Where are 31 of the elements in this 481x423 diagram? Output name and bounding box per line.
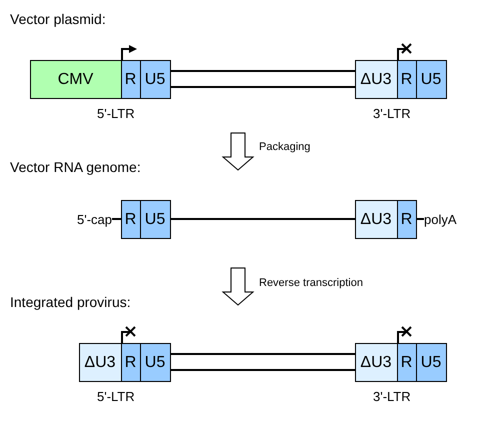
u3-segment: ΔU3	[354, 60, 398, 99]
u5-segment: U5	[140, 60, 170, 99]
r-segment: R	[396, 60, 416, 99]
double-strand-line	[169, 353, 356, 371]
step-label: Reverse transcription	[259, 277, 363, 291]
r-segment: R	[120, 60, 140, 99]
section-title: Vector RNA genome:	[10, 159, 141, 176]
double-strand-line	[169, 70, 356, 88]
ltr-label: 3'-LTR	[373, 106, 411, 122]
polya-label: polyA	[424, 210, 468, 228]
section-title: Integrated provirus:	[10, 294, 131, 312]
r-segment: R	[120, 343, 140, 382]
u3-segment: ΔU3	[354, 200, 398, 239]
promoter-segment: CMV	[30, 60, 122, 99]
strand-line	[112, 218, 121, 220]
cap-label: 5'-cap	[60, 210, 112, 228]
ltr-label: 5'-LTR	[97, 389, 135, 406]
u5-segment: U5	[416, 343, 446, 382]
u5-segment: U5	[140, 343, 170, 382]
section-title: Vector plasmid:	[10, 11, 106, 28]
r-segment: R	[396, 343, 416, 382]
ltr-label: 5'-LTR	[97, 106, 135, 122]
ltr-label: 3'-LTR	[373, 389, 411, 406]
u3-segment: ΔU3	[354, 343, 398, 382]
u5-segment: U5	[140, 200, 170, 239]
r-segment: R	[396, 200, 416, 239]
u3-segment: ΔU3	[78, 343, 122, 382]
step-label: Packaging	[259, 141, 310, 155]
u5-segment: U5	[416, 60, 446, 99]
r-segment: R	[120, 200, 140, 239]
strand-line	[170, 218, 355, 220]
